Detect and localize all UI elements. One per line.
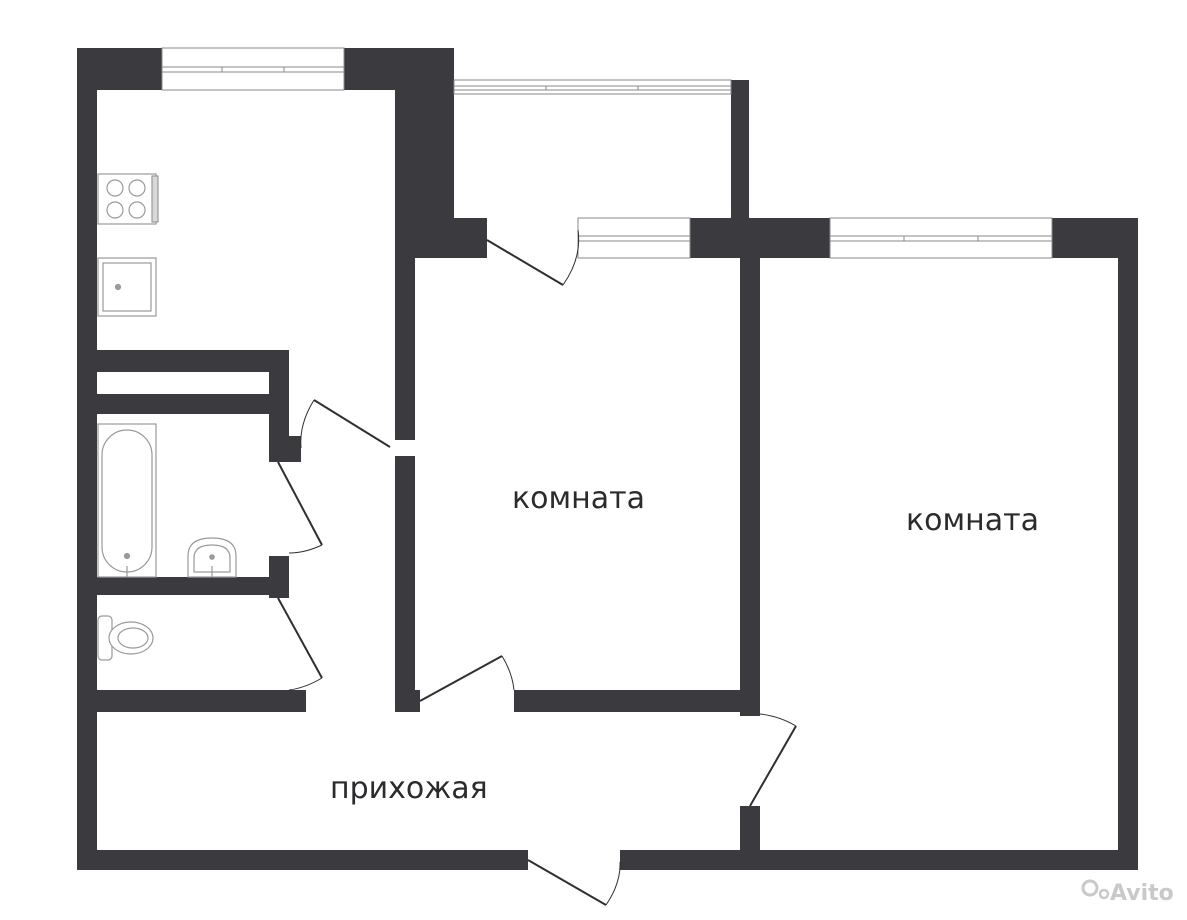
wall-kitchen-balcony-corner — [413, 218, 487, 258]
wall-hall-right-lower — [740, 806, 760, 870]
kitchen-window — [161, 47, 345, 91]
washbasin-icon — [187, 537, 237, 578]
right-room-door — [749, 713, 797, 807]
toilet-icon — [97, 615, 154, 661]
watermark-text: Avito — [1110, 881, 1174, 906]
windows — [161, 47, 1053, 259]
middle-room-door — [419, 655, 515, 702]
middle-room-window — [577, 217, 691, 259]
fixtures — [97, 173, 237, 661]
wall-bath-door-jamb — [289, 436, 301, 462]
balcony-door — [486, 229, 580, 286]
kitchen-door — [300, 399, 391, 449]
wall-kitchen-mid-upper — [395, 218, 415, 440]
wall-shaft-right — [269, 350, 289, 414]
watermark-logo-icon — [1081, 879, 1099, 897]
wall-mid-bottom — [514, 690, 760, 712]
wall-mid-right — [740, 250, 760, 716]
stove-icon — [97, 173, 159, 225]
wall-bath-top — [97, 394, 289, 414]
walls — [77, 48, 1138, 870]
wall-bath-toilet — [97, 577, 289, 595]
wall-outer-right — [1118, 218, 1138, 870]
balcony-window — [453, 79, 732, 95]
watermark: Avito — [1081, 879, 1174, 906]
wall-bath-right-upper — [269, 414, 289, 462]
right-room-window — [829, 217, 1053, 259]
wall-top-kitchen-left — [77, 48, 162, 90]
wall-bottom-left — [77, 850, 528, 870]
wall-outer-left — [77, 48, 97, 870]
wall-kitchen-mid-lower — [395, 456, 415, 712]
wall-bottom-right — [620, 850, 1138, 870]
bathtub-icon — [97, 423, 157, 578]
entrance-door — [527, 859, 621, 906]
wall-mid-bottom-left — [395, 690, 420, 712]
hallway-label: прихожая — [330, 771, 488, 806]
bath-door — [277, 461, 323, 554]
room-right-label: комната — [906, 503, 1039, 538]
wall-kitchen-bottom — [97, 350, 289, 372]
wall-toilet-bottom — [97, 690, 306, 712]
toilet-door — [277, 597, 323, 691]
doors — [277, 229, 797, 906]
room-middle-label: комната — [512, 481, 645, 516]
kitchen-sink-icon — [97, 257, 157, 317]
wall-balcony-right — [731, 80, 749, 220]
